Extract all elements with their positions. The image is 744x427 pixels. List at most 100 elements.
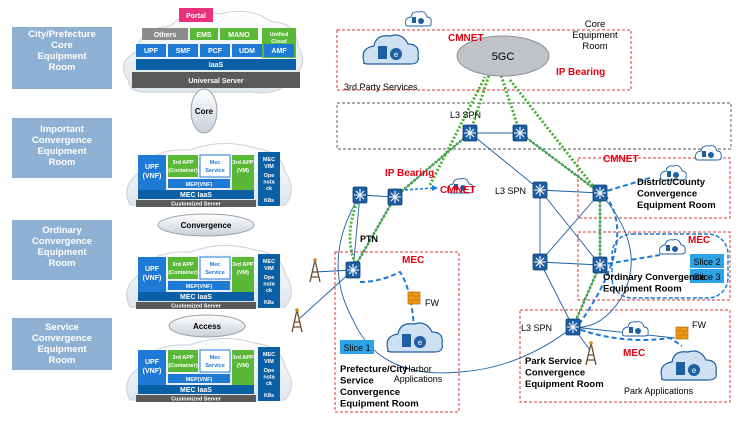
cmnet-top-cloud [405,11,432,27]
core-oval [190,88,218,134]
portal-block [179,8,213,22]
fivegc-label: 5GC [492,51,515,63]
customized-server-block [136,395,256,402]
router-icon [345,261,361,279]
slice1-box [340,340,374,354]
fivegc-oval [456,35,550,77]
slice2-label: Slice 2 [693,257,720,267]
l3spn-bottom-label: L3 SPN [521,323,552,333]
customized-server-label: Customized Server [171,202,222,208]
app-vm-block [232,155,254,195]
left-room-labels [12,27,112,370]
park-room-box [519,309,731,403]
app-vm-block [232,257,254,297]
server-label: Universal Server [188,78,244,85]
mep-label: MEP(VNF) [186,377,213,383]
app-vm-label: 3rd APP(VM) [232,160,254,174]
nf-block [200,44,230,57]
mep-label: MEP(VNF) [186,284,213,290]
ordinary-room-inner-blue [611,233,729,299]
access-connector-label: Access [193,322,222,331]
mec-service-block [199,154,231,178]
upf-label: UPF(VNF) [143,359,162,375]
l3spn-top-label: L3 SPN [450,110,481,120]
nf-block [232,44,262,57]
ip-bearing-top-label: IP Bearing [556,67,605,78]
iaas-label: IaaS [209,62,224,69]
upf-block [138,155,166,191]
router-icon [565,318,581,336]
app-vm-block [232,350,254,390]
app-container-label: 3rd APP(Container) [168,160,198,174]
mec-vim-block [258,152,280,206]
nf-block [264,44,294,57]
nf-label: UPF [144,48,159,55]
ip-bearing-mid-label: IP Bearing [385,168,434,179]
ptn-label: PTN [360,234,378,244]
mep-block [168,281,230,290]
upf-block [138,257,166,293]
core-connector-label: Core [195,107,214,116]
network-links [299,132,676,374]
router-icon [592,256,608,274]
nf-label: SMF [176,48,192,55]
router-icon [512,124,528,142]
access-oval [168,314,246,338]
mec-iaas-block [138,385,254,394]
upf-label: UPF(VNF) [143,266,162,282]
customized-server-label: Customized Server [171,304,222,310]
router-icon [352,186,368,204]
cmnet-mid-label: CMNET [440,185,476,196]
upf-label: UPF(VNF) [143,164,162,180]
slice1-label: Slice 1 [343,343,370,353]
core-room-box [336,29,632,91]
nf-block [136,44,166,57]
app-container-label: 3rd APP(Container) [168,262,198,276]
k8s-label: K8s [264,198,274,204]
park-apps-label: Park Applications [624,386,694,396]
router-icon [532,181,548,199]
mec-service-block [199,349,231,373]
mec-right-label: MEC [688,235,710,246]
iaas-block [136,59,296,70]
app-vm-label: 3rd APP(VM) [232,355,254,369]
app-container-block [168,350,198,372]
mec-vim-block [258,254,280,308]
nf-block [168,44,198,57]
ems-label: EMS [196,32,212,39]
room-box-core [12,27,112,89]
spn-box-top [336,102,732,150]
mep-block [168,179,230,188]
app-container-block [168,155,198,177]
fw-left-label: FW [425,298,439,308]
cmnet-right-label: CMNET [603,154,639,165]
park-small-cloud [622,321,649,337]
nf-label: AMF [271,48,287,55]
ordinary-small-cloud [659,239,686,255]
tower-icon [291,307,303,333]
prefecture-room-box [334,251,460,413]
k8s-label: K8s [264,300,274,306]
firewall-icon [675,326,689,340]
nf-label: PCF [208,48,223,55]
mec-bottom-label: MEC [623,348,645,359]
